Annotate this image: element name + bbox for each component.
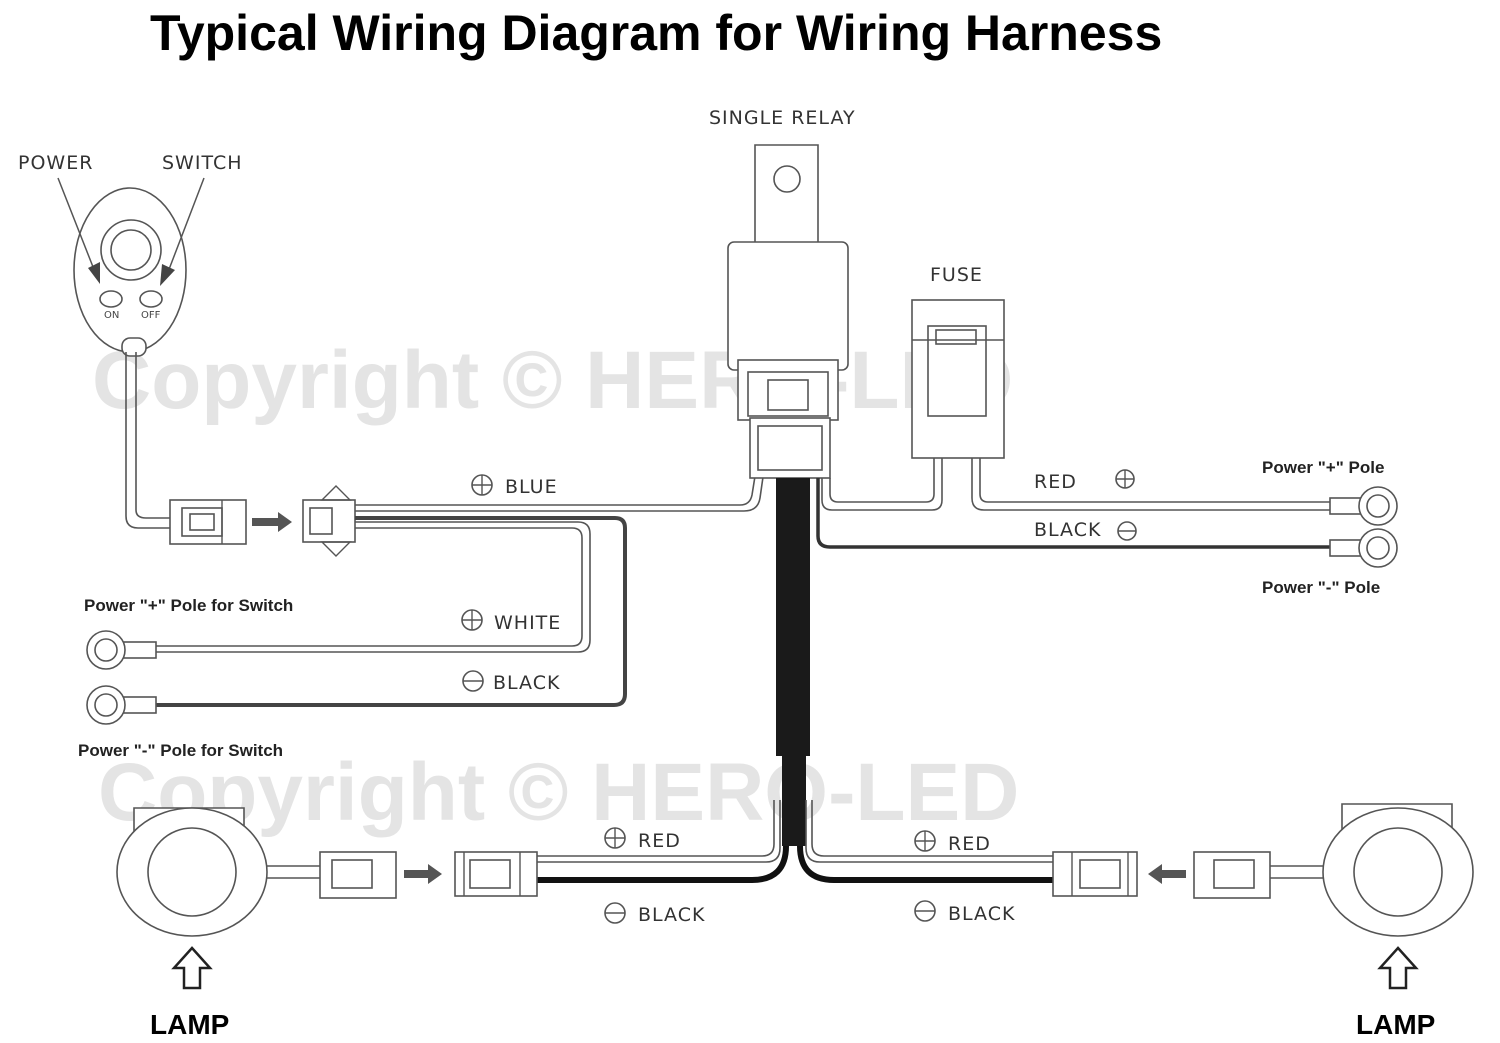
minus-icon — [914, 900, 936, 922]
plus-icon — [604, 827, 626, 849]
arrow-up-icon — [171, 946, 213, 990]
switch-pointer-arrows — [57, 177, 205, 286]
plus-icon — [471, 474, 493, 496]
fuse-label: FUSE — [930, 264, 983, 286]
plus-icon — [1115, 469, 1135, 489]
switch-connector-plug — [169, 499, 247, 545]
switch-on-label: ON — [104, 310, 119, 321]
arrow-up-icon — [1377, 946, 1419, 990]
red-battery-wire — [971, 458, 1340, 511]
plus-icon — [914, 830, 936, 852]
wire-label-black-right: BLACK — [948, 903, 1015, 925]
wire-label-white: WHITE — [494, 612, 561, 634]
watermark-upper: Copyright © HERO-LED — [92, 335, 1013, 426]
label-battery-positive-pole: Power "+" Pole — [1262, 458, 1384, 477]
arrow-left-icon — [1148, 864, 1186, 884]
ring-terminal-switch-negative — [86, 685, 157, 725]
ring-terminal-switch-positive — [86, 630, 157, 670]
wire-label-black-battery: BLACK — [1034, 519, 1101, 541]
label-lamp-left: LAMP — [150, 1009, 229, 1040]
wire-label-blue: BLUE — [505, 476, 558, 498]
watermark-lower: Copyright © HERO-LED — [98, 747, 1019, 838]
right-lamp-cable — [797, 800, 1055, 883]
white-wire — [155, 521, 591, 653]
switch-on-button — [99, 290, 123, 308]
wire-label-black-left: BLACK — [638, 904, 705, 926]
wire-label-red-right: RED — [948, 833, 991, 855]
wire-label-black-switch: BLACK — [493, 672, 560, 694]
left-lamp — [116, 807, 397, 937]
black-battery-wire — [816, 478, 1340, 549]
minus-icon — [604, 902, 626, 924]
label-switch-positive-pole: Power "+" Pole for Switch — [84, 596, 293, 615]
harness-left-lamp-connector — [454, 851, 538, 897]
switch-switch-label: SWITCH — [162, 152, 243, 174]
ring-terminal-battery-negative — [1329, 528, 1398, 568]
switch-off-label: OFF — [141, 310, 161, 321]
label-battery-negative-pole: Power "-" Pole — [1262, 578, 1380, 597]
relay-label: SINGLE RELAY — [709, 107, 856, 129]
wire-label-red-fuse: RED — [1034, 471, 1077, 493]
switch-power-label: POWER — [18, 152, 93, 174]
minus-icon — [1117, 521, 1137, 541]
switch-off-button — [139, 290, 163, 308]
arrow-right-icon — [404, 864, 442, 884]
minus-icon — [462, 670, 484, 692]
wire-label-red-left: RED — [638, 830, 681, 852]
diagram-title: Typical Wiring Diagram for Wiring Harnes… — [150, 5, 1162, 61]
label-switch-negative-pole: Power "-" Pole for Switch — [78, 741, 283, 760]
left-lamp-cable — [535, 800, 789, 883]
arrow-right-icon — [252, 512, 292, 532]
ring-terminal-battery-positive — [1329, 486, 1398, 526]
right-lamp — [1193, 803, 1474, 937]
fuse-holder — [911, 299, 1005, 459]
plus-icon — [461, 609, 483, 631]
black-switch-wire — [155, 516, 627, 707]
harness-right-lamp-connector — [1052, 851, 1138, 897]
label-lamp-right: LAMP — [1356, 1009, 1435, 1040]
blue-wire — [355, 469, 765, 512]
main-trunk-cable — [776, 478, 810, 846]
harness-switch-connector — [302, 485, 356, 557]
single-relay — [727, 144, 849, 479]
rocker-switch — [73, 187, 187, 357]
